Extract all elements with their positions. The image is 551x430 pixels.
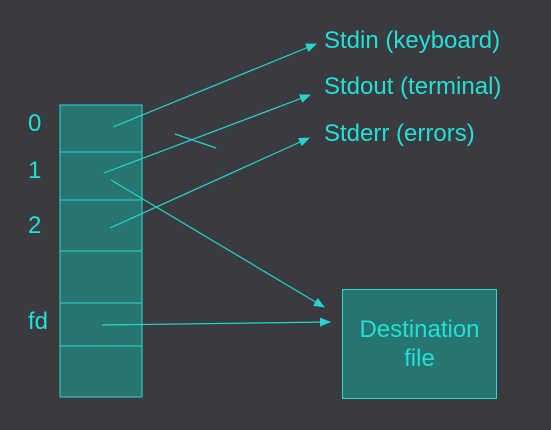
strike-through-mark	[174, 133, 217, 149]
fd-cell-5	[59, 345, 143, 398]
stdin-label: Stdin (keyboard)	[324, 27, 501, 54]
fd-cell-0	[59, 104, 143, 153]
fd-table	[59, 104, 143, 398]
arrow-fd1-to-destination	[110, 179, 325, 308]
arrow-fd-to-destination	[101, 317, 331, 327]
stdout-label: Stdout (terminal)	[324, 73, 502, 100]
fd-cell-1	[59, 151, 143, 201]
arrow-fd2-to-stderr	[109, 137, 310, 229]
fd-label-2: 2	[28, 212, 42, 239]
destination-file-label: Destination file	[359, 316, 480, 372]
destination-file-box: Destination file	[342, 289, 497, 399]
fd-cell-2	[59, 199, 143, 252]
arrows	[101, 43, 331, 327]
fd-cell-3	[59, 250, 143, 304]
arrow-fd0-to-stdin	[112, 43, 317, 128]
fd-label-1: 1	[28, 157, 42, 184]
fd-label-0: 0	[28, 110, 42, 137]
arrow-fd1-to-stdout	[103, 94, 311, 174]
fd-label-fd: fd	[28, 308, 49, 335]
stderr-label: Stderr (errors)	[324, 120, 475, 147]
